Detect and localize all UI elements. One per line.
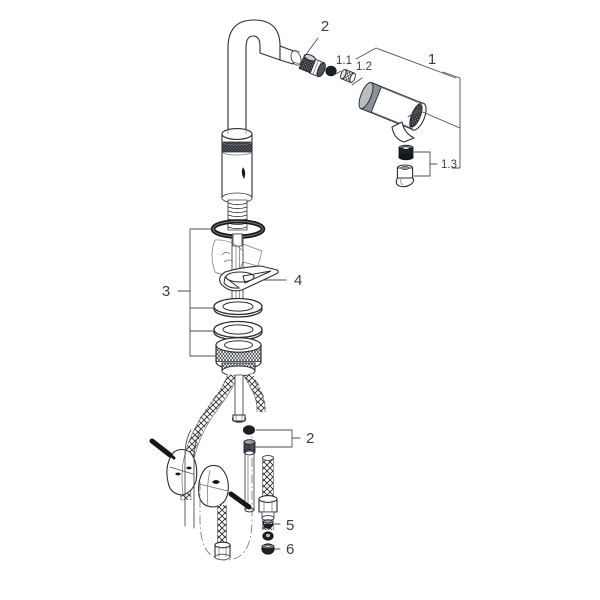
threaded-shank xyxy=(227,199,248,231)
hose-counterweight xyxy=(149,429,252,529)
hose-right-braided xyxy=(244,372,266,413)
connector-ball xyxy=(242,425,255,435)
counterweight-half-front xyxy=(198,464,229,508)
hand-spray-neck xyxy=(391,121,415,143)
callout-1-3: 1.3 xyxy=(441,159,457,171)
spout-outlet-ring xyxy=(290,50,302,66)
bracket-1-3 xyxy=(413,151,431,177)
hand-spray-body xyxy=(358,81,427,131)
bracket-1-main xyxy=(417,71,461,129)
bracket-callout-2-lower xyxy=(255,429,293,448)
hand-spray-assembly xyxy=(298,53,427,188)
bracket-1-3-to-1 xyxy=(451,127,461,169)
callout-1-2: 1.2 xyxy=(356,61,372,73)
leader-callout-1-2 xyxy=(351,77,363,86)
check-valve xyxy=(261,543,275,555)
callout-4: 4 xyxy=(294,272,302,289)
supply-hose-nut xyxy=(258,495,278,521)
callout-1: 1 xyxy=(428,51,436,68)
callout-6: 6 xyxy=(286,541,294,558)
washer-upper xyxy=(213,297,263,318)
callout-3: 3 xyxy=(162,283,170,300)
callout-2-lower: 2 xyxy=(306,430,314,447)
spout-collar-top xyxy=(221,128,253,140)
washer-lower xyxy=(213,320,263,341)
supply-hose-right xyxy=(258,455,278,555)
hand-spray-ball xyxy=(325,65,337,77)
leader-lines xyxy=(177,37,461,550)
hand-spray-outlet-bush xyxy=(395,164,415,188)
hand-spray-nut xyxy=(340,68,356,84)
pull-out-hose-upper xyxy=(234,374,244,419)
hand-spray-mousseur xyxy=(398,144,414,161)
pull-out-hose-end-nut xyxy=(214,541,231,561)
spout-hose-connector xyxy=(298,53,326,78)
spout-collar-knurl xyxy=(221,141,253,153)
spout-collar-and-shank xyxy=(221,128,253,231)
callout-labels: 2 1.1 1.2 1 1.3 3 4 2 5 6 xyxy=(162,18,457,558)
spout-indicator-slot xyxy=(241,167,246,179)
callout-2-top: 2 xyxy=(321,18,329,35)
seal-ring xyxy=(262,531,274,541)
callout-1-1: 1.1 xyxy=(336,55,352,67)
filter-seal xyxy=(262,519,273,529)
locking-nut xyxy=(215,337,262,377)
leader-callout-2-top xyxy=(301,37,319,61)
pull-out-hose-lower xyxy=(214,505,231,561)
lower-hose-connector xyxy=(242,425,256,513)
bracket-1-1 xyxy=(355,47,457,79)
connector-tube xyxy=(244,452,255,511)
leader-callout-1-1 xyxy=(333,70,342,76)
callout-5: 5 xyxy=(286,517,294,534)
set-screw-front xyxy=(228,491,252,510)
hose-travel-envelope xyxy=(199,436,253,561)
stabiliser-plate xyxy=(219,265,279,292)
fixing-set xyxy=(210,219,279,377)
